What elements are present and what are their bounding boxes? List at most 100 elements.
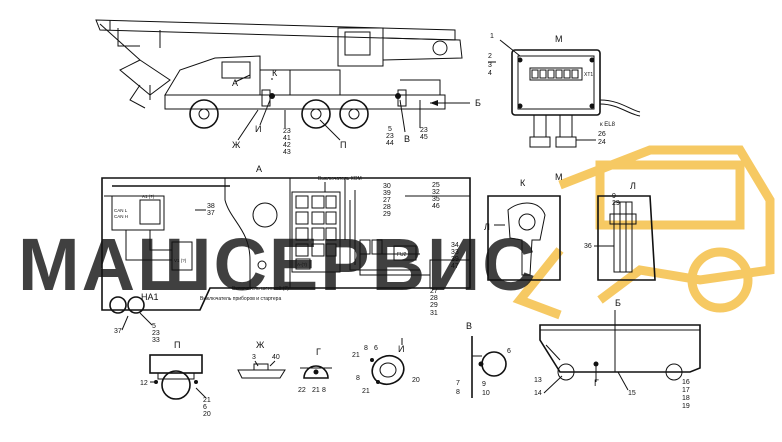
canh-label: CAN H xyxy=(114,214,128,219)
view-v-callout-7: 7 xyxy=(456,380,460,387)
crane-callout-5: 5 xyxy=(388,126,392,133)
view-b-callout-15: 15 xyxy=(628,390,636,397)
watermark-text: МАШСЕРВИС xyxy=(18,223,538,306)
view-g: Г 22 21 8 xyxy=(298,347,332,394)
callout-29: 29 xyxy=(383,211,391,218)
ha1-label: НА1 xyxy=(141,292,159,302)
view-b-callout-17: 17 xyxy=(682,387,690,394)
crane-callout-23c: 23 xyxy=(420,127,428,134)
view-l-callout-9: 9 xyxy=(612,193,616,200)
view-k-l-label: Л xyxy=(484,222,490,232)
view-zh: Ж 3 40 xyxy=(237,340,286,379)
crane-label-i: И xyxy=(255,124,261,134)
callout-37: 37 xyxy=(207,210,215,217)
switch-grid xyxy=(295,195,337,257)
callout-28b: 28 xyxy=(430,295,438,302)
crane-label-v: В xyxy=(404,134,410,144)
xt1-label: XT1 xyxy=(584,72,593,78)
crane-callout-43: 43 xyxy=(283,149,291,156)
view-i-callout-8b: 8 xyxy=(356,375,360,382)
view-i-callout-21b: 21 xyxy=(362,388,370,395)
view-i-callout-8a: 8 xyxy=(364,345,368,352)
view-p-callout-21: 21 xyxy=(203,397,211,404)
watermark-loader-graphic xyxy=(512,145,775,320)
view-g-title: Г xyxy=(316,347,321,357)
callout-27: 27 xyxy=(383,197,391,204)
callout-31: 31 xyxy=(430,310,438,317)
view-p-callout-20: 20 xyxy=(203,411,211,418)
view-b-callout-14: 14 xyxy=(534,390,542,397)
ignition-label: Выключатель приборов и стартера xyxy=(200,296,281,302)
panel-m-callout-1: 1 xyxy=(490,33,494,40)
panel-m-callout-26: 26 xyxy=(598,131,606,138)
callout-39: 39 xyxy=(383,190,391,197)
view-v-callout-10: 10 xyxy=(482,390,490,397)
view-v-callout-8: 8 xyxy=(456,389,460,396)
crane-truck-view: Б А К И Ж П В 23 41 42 43 5 23 44 23 45 xyxy=(95,19,481,156)
panel-m-callout-4: 4 xyxy=(488,70,492,77)
view-l-callout-36: 36 xyxy=(584,243,592,250)
view-b-callout-19: 19 xyxy=(682,403,690,410)
callout-35: 35 xyxy=(432,196,440,203)
view-k: К М Л xyxy=(484,172,563,281)
view-b-callout-18: 18 xyxy=(682,395,690,402)
view-b-callout-13: 13 xyxy=(534,377,542,384)
view-i-title: И xyxy=(398,344,404,354)
view-g-callout-22: 22 xyxy=(298,387,306,394)
crane-callout-42: 42 xyxy=(283,142,291,149)
callout-46: 46 xyxy=(432,203,440,210)
watermark: МАШСЕРВИС xyxy=(18,145,775,320)
view-b-bottom-title: Б xyxy=(615,298,621,308)
callout-25: 25 xyxy=(432,182,440,189)
main-view-a-title: А xyxy=(256,164,262,174)
callout-37b: 37 xyxy=(114,328,122,335)
view-p: П 12 21 6 20 xyxy=(140,340,211,418)
crane-label-zh: Ж xyxy=(232,140,241,150)
callout-47: 47 xyxy=(451,263,459,270)
callout-30: 30 xyxy=(383,183,391,190)
view-i-callout-20: 20 xyxy=(412,377,420,384)
callout-38: 38 xyxy=(207,203,215,210)
crane-callout-23a: 23 xyxy=(283,128,291,135)
view-g-callout-8: 8 xyxy=(322,387,326,394)
view-b-g-label: Г xyxy=(594,378,599,388)
view-l-title: Л xyxy=(630,181,636,191)
view-zh-callout-40: 40 xyxy=(272,354,280,361)
view-p-callout-6: 6 xyxy=(203,404,207,411)
v1-label: V1 (?) xyxy=(174,258,187,263)
fu2-label: FU2 xyxy=(397,252,407,258)
panel-m-view: М XT1 1 2 3 4 к EL8 26 24 xyxy=(488,33,641,148)
view-i: И 21 8 6 8 20 21 xyxy=(352,338,420,395)
view-p-title: П xyxy=(174,340,180,350)
crane-label-a: А xyxy=(232,78,238,88)
callout-39b: 39 xyxy=(451,256,459,263)
main-view-a: А A1 (?) CAN L CAN H V1 (?) A-(?) Выключ… xyxy=(101,164,471,344)
callout-34: 34 xyxy=(451,242,459,249)
view-i-callout-6: 6 xyxy=(374,345,378,352)
view-k-title: К xyxy=(520,178,526,188)
view-v-callout-9: 9 xyxy=(482,381,486,388)
callout-32: 32 xyxy=(432,189,440,196)
crane-callout-23b: 23 xyxy=(386,133,394,140)
view-zh-title: Ж xyxy=(256,340,265,350)
crane-callout-41: 41 xyxy=(283,135,291,142)
view-v-title: В xyxy=(466,321,472,331)
view-zh-callout-3: 3 xyxy=(252,354,256,361)
panel-m-title: М xyxy=(555,34,563,44)
view-b-callout-16: 16 xyxy=(682,379,690,386)
view-g-callout-21: 21 xyxy=(312,387,320,394)
view-v: В 6 7 8 9 10 xyxy=(456,321,511,398)
crane-label-p: П xyxy=(340,140,346,150)
view-i-callout-21a: 21 xyxy=(352,352,360,359)
view-p-callout-12: 12 xyxy=(140,380,148,387)
callout-5: 5 xyxy=(152,323,156,330)
callout-33: 33 xyxy=(451,249,459,256)
canl-label: CAN L xyxy=(114,208,128,213)
a-box-label: A-(?) xyxy=(297,262,308,267)
panel-m-callout-24: 24 xyxy=(598,139,606,146)
panel-m-callout-3: 3 xyxy=(488,62,492,69)
view-v-callout-6: 6 xyxy=(507,348,511,355)
view-l: Л 9 29 36 xyxy=(584,181,656,281)
